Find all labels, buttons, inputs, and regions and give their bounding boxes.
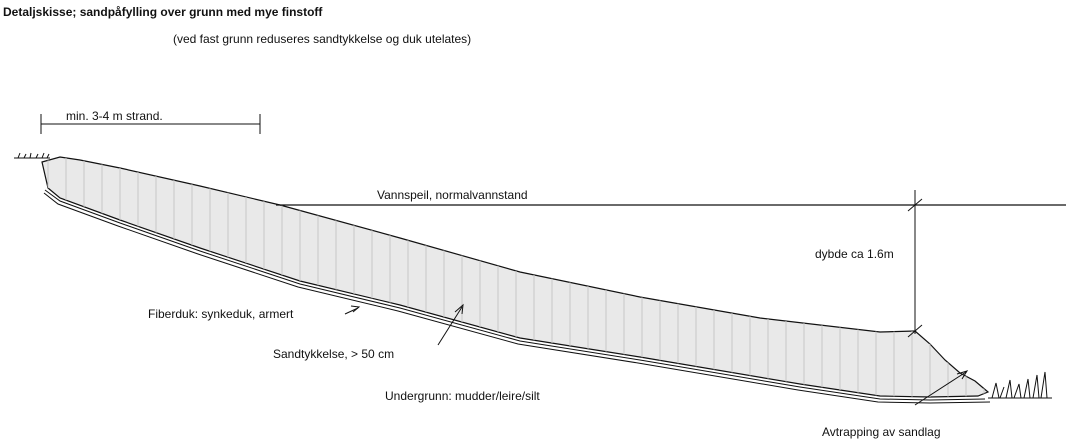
diagram-title: Detaljskisse; sandpåfylling over grunn m… [3,5,323,19]
shore-grass-left [14,152,50,159]
diagram-subtitle: (ved fast grunn reduseres sandtykkelse o… [173,32,471,46]
depth-label: dybde ca 1.6m [815,247,894,261]
water-level-label: Vannspeil, normalvannstand [377,188,528,202]
shore-grass-right [988,371,1052,399]
leader-lines [344,303,969,406]
fiber-cloth-label: Fiberduk: synkeduk, armert [148,307,294,321]
beach-width-label: min. 3-4 m strand. [66,109,163,123]
fiber-cloth-line [43,189,991,404]
depth-dimension [907,190,923,338]
beach-width-dimension: min. 3-4 m strand. [40,109,261,134]
subsoil-label: Undergrunn: mudder/leire/silt [385,389,540,403]
sand-taper-label: Avtrapping av sandlag [822,425,941,439]
sand-thickness-label: Sandtykkelse, > 50 cm [273,347,394,361]
water-level: Vannspeil, normalvannstand [276,188,1066,206]
